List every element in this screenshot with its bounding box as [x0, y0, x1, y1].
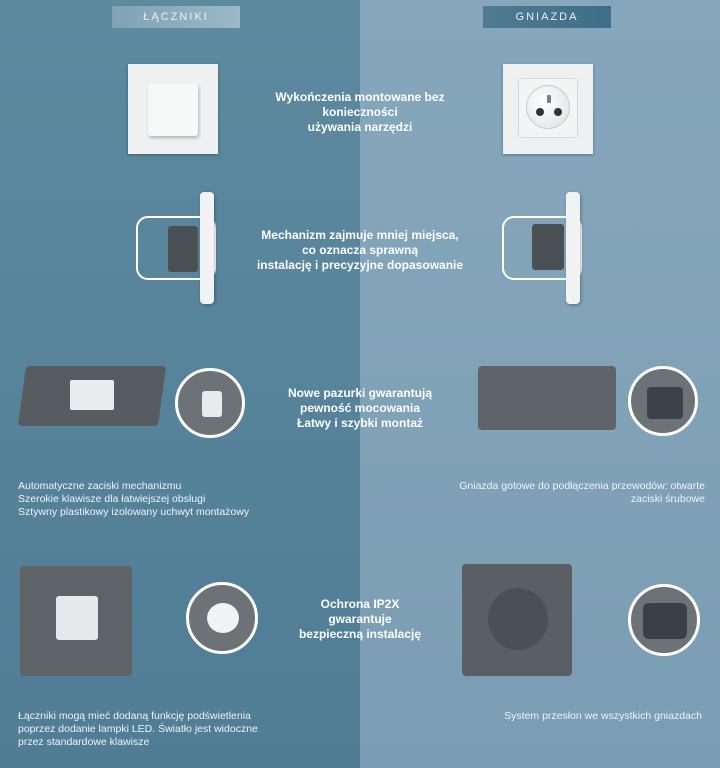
center-line: Łatwy i szybki montaż — [296, 416, 424, 430]
center-text-row2: Mechanizm zajmuje mniej miejsca, co ozna… — [240, 228, 480, 273]
socket-hole-left — [536, 108, 544, 116]
center-line: instalację i precyzyjne dopasowanie — [256, 258, 464, 272]
center-line: co oznacza sprawną — [301, 243, 419, 257]
claw-detail — [647, 387, 683, 419]
socket-claw-zoom — [628, 366, 698, 436]
tab-sockets: GNIAZDA — [483, 6, 611, 28]
center-line: pewność mocowania — [299, 401, 421, 415]
socket-mechanism-image — [478, 366, 616, 430]
socket-dish — [526, 85, 570, 129]
socket-back-image — [462, 564, 572, 676]
socket-back-dish — [488, 588, 548, 650]
switch-mechanism-key — [70, 380, 114, 410]
note-line: System przesłon we wszystkich gniazdach — [504, 710, 702, 722]
center-line: Mechanizm zajmuje mniej miejsca, — [261, 228, 459, 242]
switch-rocker — [148, 84, 198, 136]
center-line: używania narzędzi — [307, 120, 413, 134]
switch-side-plate — [200, 192, 214, 304]
socket-shutter-zoom — [628, 584, 700, 656]
switch-plate-image — [128, 64, 218, 154]
note-line: Szerokie klawisze dla łatwiejszej obsług… — [18, 493, 206, 505]
center-line: bezpieczną instalację — [298, 627, 422, 641]
socket-plate-image — [503, 64, 593, 154]
socket-side-plate — [566, 192, 580, 304]
center-text-row3: Nowe pazurki gwarantują pewność mocowani… — [260, 386, 460, 431]
socket-shutters-note: System przesłon we wszystkich gniazdach — [380, 710, 702, 723]
switch-led-note: Łączniki mogą mieć dodaną funkcję podświ… — [18, 710, 348, 749]
claw-detail — [202, 391, 222, 417]
shutter-detail — [643, 603, 687, 639]
socket-side-outline — [502, 216, 582, 280]
switch-back-image — [20, 566, 132, 676]
center-line: gwarantuje — [328, 612, 392, 626]
center-line: konieczności — [322, 105, 398, 119]
note-line: poprzez dodanie lampki LED. Światło jest… — [18, 723, 258, 735]
tab-switches: ŁĄCZNIKI — [112, 6, 240, 28]
socket-hole-right — [554, 108, 562, 116]
note-line: przez standardowe klawisze — [18, 736, 150, 748]
note-line: zaciski śrubowe — [630, 493, 705, 505]
switch-features-note: Automatyczne zaciski mechanizmu Szerokie… — [18, 480, 338, 519]
switch-led-zoom — [186, 582, 258, 654]
note-line: Gniazda gotowe do podłączenia przewodów:… — [459, 480, 705, 492]
center-text-row1: Wykończenia montowane bez konieczności u… — [250, 90, 470, 135]
center-text-row4: Ochrona IP2X gwarantuje bezpieczną insta… — [270, 597, 450, 642]
note-line: Automatyczne zaciski mechanizmu — [18, 480, 182, 492]
switch-side-outline — [136, 216, 216, 280]
socket-mechanism-side — [532, 224, 564, 270]
socket-frame — [518, 78, 578, 138]
socket-terminals-note: Gniazda gotowe do podłączenia przewodów:… — [380, 480, 705, 506]
center-line: Wykończenia montowane bez — [275, 90, 445, 104]
center-line: Ochrona IP2X — [320, 597, 400, 611]
switch-led-slot — [56, 596, 98, 640]
led-detail — [207, 603, 239, 633]
switch-mechanism-side — [168, 226, 198, 272]
socket-ground-pin — [547, 95, 551, 103]
note-line: Sztywny plastikowy izolowany uchwyt mont… — [18, 506, 250, 518]
note-line: Łączniki mogą mieć dodaną funkcję podświ… — [18, 710, 251, 722]
switch-claw-zoom — [175, 368, 245, 438]
center-line: Nowe pazurki gwarantują — [287, 386, 433, 400]
